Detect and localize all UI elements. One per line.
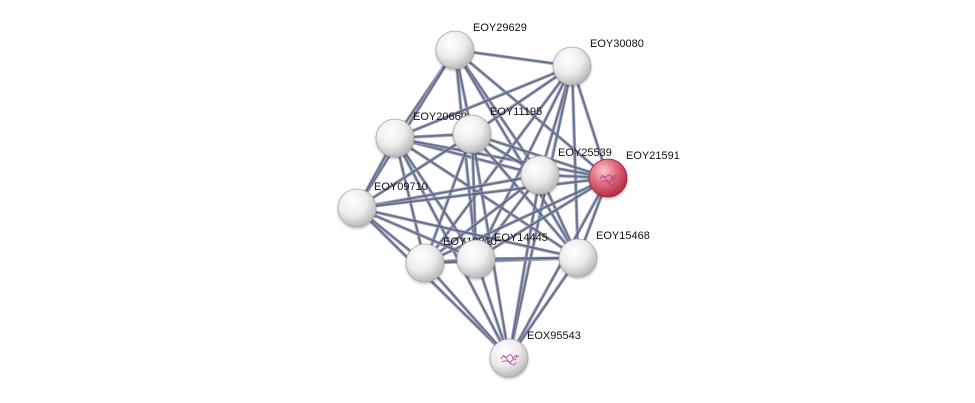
edge-eoy11195-eoy09710[interactable] [355,132,474,210]
node-label: EOY09710 [374,181,428,193]
node-eoy21591[interactable]: EOY21591 [588,150,680,198]
node-ball[interactable] [456,239,496,279]
edge-eoy21591-eox95543[interactable] [507,176,610,360]
node-label: EOY30080 [590,38,644,50]
node-ball[interactable] [452,114,492,154]
edge-eoy20662-eoy21591[interactable] [394,136,609,180]
node-eoy14445[interactable]: EOY14445 [456,232,548,279]
edge-eoy25539-eox95543[interactable] [507,174,542,359]
node-eoy09710[interactable]: EOY09710 [337,181,428,228]
protein-structure-icon [500,354,520,366]
edge-eoy21591-eoy14445[interactable] [474,176,610,261]
node-label: EOY14445 [494,232,548,244]
edge-eoy20662-eoy15468[interactable] [393,136,580,260]
node-ball[interactable] [489,338,529,378]
node-ball[interactable] [552,46,592,86]
edge-eoy30080-eoy21591[interactable] [570,65,610,179]
node-ball[interactable] [405,243,445,283]
edge-eoy29629-eoy21591[interactable] [453,48,610,180]
edge-eoy29629-eoy15468[interactable] [453,48,580,260]
node-eoy20662[interactable]: EOY20662 [375,111,467,158]
edge-layer [355,48,610,360]
edge-eoy30080-eoy20662[interactable] [394,64,573,140]
node-label: EOY15468 [596,230,650,242]
node-ball[interactable] [375,118,415,158]
node-label: EOY21591 [626,150,680,162]
node-eoy11195[interactable]: EOY11195 [452,106,542,154]
node-label: EOY29629 [473,22,527,34]
edge-eoy30080-eoy15468[interactable] [570,65,580,259]
edge-eoy30080-eoy11195[interactable] [470,64,574,136]
edge-eoy29629-eoy30080[interactable] [454,48,573,68]
node-label: EOY25539 [558,147,612,159]
node-ball[interactable] [588,158,628,198]
edge-eoy09710-eoy15468[interactable] [356,206,579,260]
node-eoy29629[interactable]: EOY29629 [435,22,527,70]
edge-eoy19810-eox95543[interactable] [423,261,511,360]
edge-eoy15468-eox95543[interactable] [507,256,580,360]
node-label: EOX95543 [527,330,581,342]
node-ball[interactable] [558,238,598,278]
node-eoy15468[interactable]: EOY15468 [558,230,650,278]
node-eoy30080[interactable]: EOY30080 [552,38,644,86]
protein-structure-icon [599,174,619,186]
node-label: EOY20662 [413,111,467,123]
edge-eoy09710-eoy14445[interactable] [356,206,477,261]
node-eox95543[interactable]: EOX95543 [489,330,581,378]
node-ball[interactable] [520,155,560,195]
node-ball[interactable] [337,188,377,228]
node-ball[interactable] [435,30,475,70]
edge-eoy21591-eoy09710[interactable] [356,176,609,210]
node-label: EOY11195 [490,106,542,118]
node-eoy25539[interactable]: EOY25539 [520,147,612,195]
